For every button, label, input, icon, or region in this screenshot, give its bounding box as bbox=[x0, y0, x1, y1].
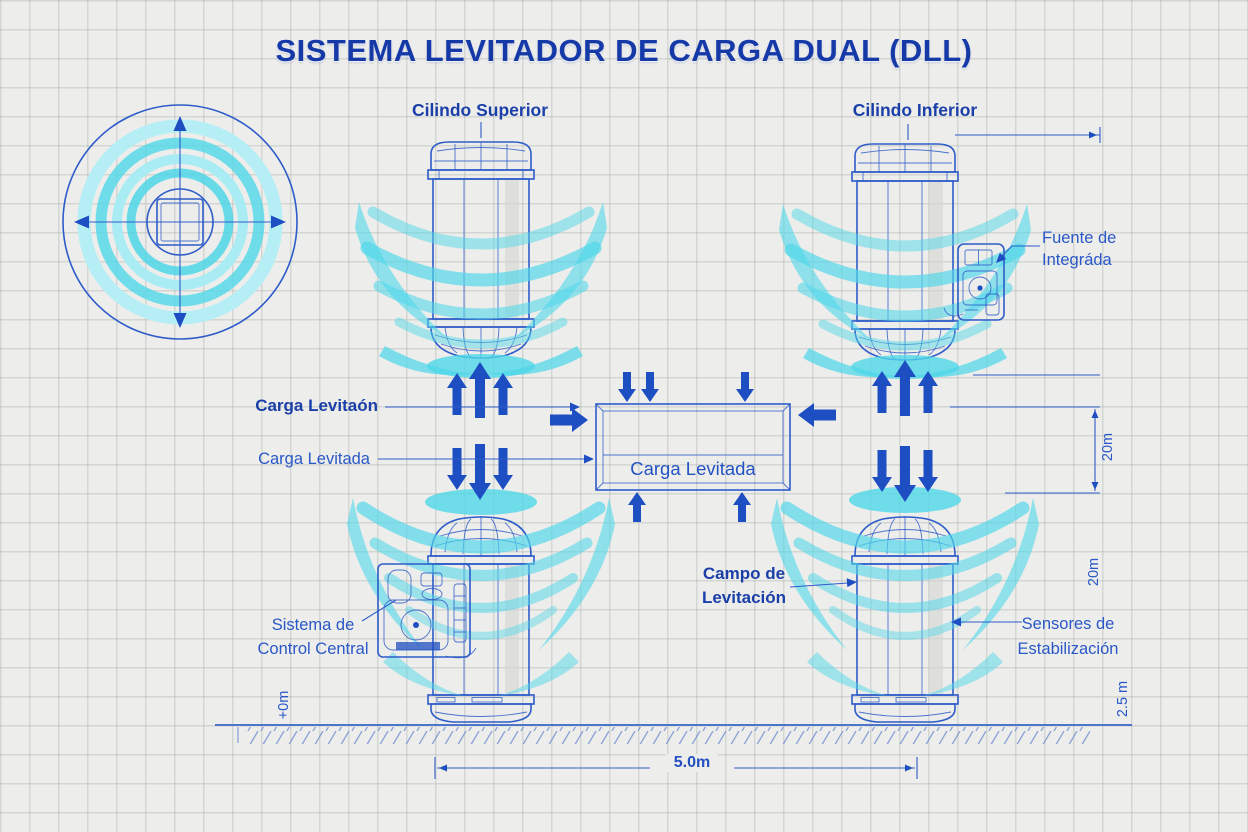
label-sistema-line2: Control Central bbox=[257, 640, 369, 658]
label-campo-line2: Levitación bbox=[701, 588, 787, 607]
dim-20m-lower: 20m bbox=[1086, 557, 1102, 587]
field-bottom-left bbox=[347, 489, 615, 696]
label-carga-levitaon: Carga Levitaón bbox=[255, 396, 378, 415]
label-cilindo-inferior: Cilindo Inferior bbox=[852, 100, 978, 120]
label-sensores-line2: Estabilización bbox=[1017, 640, 1119, 658]
cylinder-top-right bbox=[851, 143, 959, 362]
dim-0m: +0m bbox=[276, 690, 292, 720]
radial-cross-section bbox=[62, 104, 298, 340]
dimension-lines bbox=[215, 127, 1132, 779]
dim-5-0m: 5.0m bbox=[665, 754, 719, 772]
load-box bbox=[595, 403, 791, 491]
label-fuente-line2: Integráda bbox=[1042, 251, 1112, 269]
label-campo-line1: Campo de bbox=[702, 564, 786, 583]
label-sensores-line1: Sensores de bbox=[1021, 615, 1115, 633]
label-sistema: Sistema de Control Central bbox=[213, 613, 413, 661]
page-title: SISTEMA LEVITADOR DE CARGA DUAL (DLL) bbox=[275, 33, 973, 68]
label-fuente: Fuente de Integráda bbox=[1042, 227, 1116, 271]
label-fuente-line1: Fuente de bbox=[1042, 229, 1117, 247]
dim-2-5m: 2.5 m bbox=[1115, 680, 1131, 718]
label-cilindo-superior: Cilindo Superior bbox=[411, 100, 549, 120]
label-carga-levitada: Carga Levitada bbox=[258, 450, 370, 468]
control-system-device bbox=[377, 563, 477, 659]
load-box-label: Carga Levitada bbox=[630, 458, 756, 479]
label-campo: Campo de Levitación bbox=[644, 562, 844, 610]
leader-lines bbox=[361, 122, 1040, 627]
cylinder-top-left bbox=[427, 141, 535, 360]
label-sistema-line1: Sistema de bbox=[271, 616, 355, 634]
power-supply-device bbox=[943, 243, 1005, 321]
dim-20m-upper: 20m bbox=[1100, 432, 1116, 462]
label-sensores: Sensores de Estabilización bbox=[968, 612, 1168, 662]
